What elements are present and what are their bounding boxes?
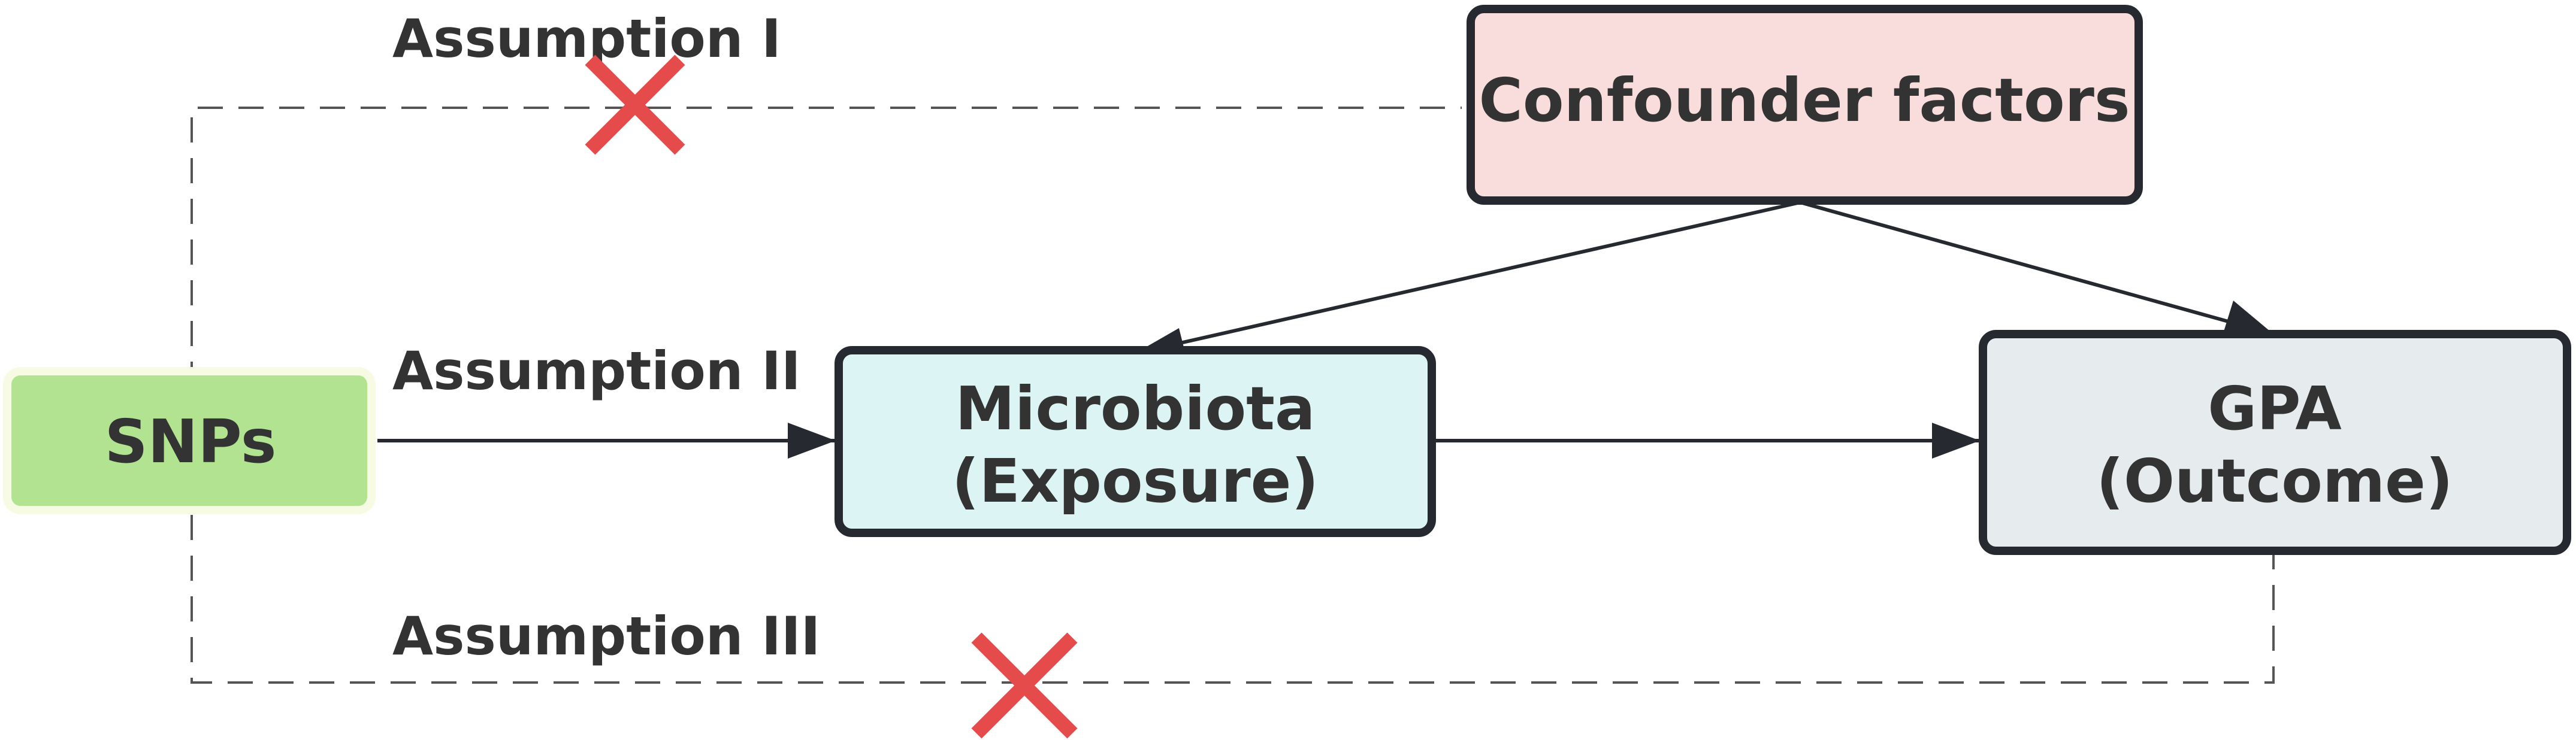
assumption-one-cross-icon <box>585 54 685 155</box>
microbiota-label: Microbiota <box>956 374 1316 444</box>
confounder-node: Confounder factors <box>1467 5 2143 205</box>
confounder-to-gpa-arrowhead <box>2223 301 2273 335</box>
exposure-label: (Exposure) <box>952 446 1319 516</box>
assumption-three-label: Assumption III <box>392 605 820 667</box>
assumption-three-cross-icon <box>971 632 1078 739</box>
outcome-label: (Outcome) <box>2096 446 2453 516</box>
gpa-label: GPA <box>2208 374 2342 444</box>
confounder-label: Confounder factors <box>1479 65 2130 135</box>
assumption-one-label: Assumption I <box>392 8 781 69</box>
snps-to-microbiota-arrowhead <box>788 423 836 459</box>
snps-label: SNPs <box>105 407 277 477</box>
confounder-to-gpa-arrow <box>1800 201 2274 336</box>
snps-node: SNPs <box>3 367 376 514</box>
microbiota-node: Microbiota (Exposure) <box>835 346 1436 537</box>
microbiota-to-gpa-arrowhead <box>1932 423 1980 459</box>
assumption-three-dashed-line <box>191 515 2275 684</box>
confounder-to-microbiota-arrow <box>1135 201 1801 355</box>
gpa-node: GPA (Outcome) <box>1979 330 2571 555</box>
assumption-two-label: Assumption II <box>392 340 801 402</box>
